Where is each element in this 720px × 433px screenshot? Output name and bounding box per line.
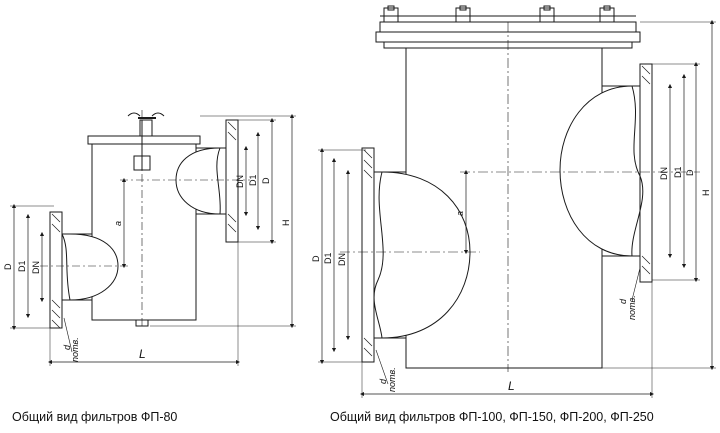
fp-label-D1-right: D1	[673, 166, 683, 178]
fp80-label-L: L	[139, 347, 146, 361]
fp80-label-n-otv: nотв.	[70, 337, 80, 362]
fp80-label-D: D	[3, 263, 13, 270]
fp-label-L: L	[508, 379, 515, 393]
fp-label-n-otv-right: nотв.	[627, 295, 637, 320]
fp-label-D1: D1	[323, 252, 333, 264]
fp80-label-H: H	[281, 220, 291, 227]
fp-label-D: D	[311, 255, 321, 262]
fp80-label-DN-right: DN	[235, 175, 245, 188]
fp-label-a: a	[455, 211, 465, 216]
fp80-label-a: a	[113, 221, 123, 226]
fp-label-n-otv-left: nотв.	[387, 367, 397, 392]
fp80-inlet-dome	[69, 233, 119, 301]
fp-label-d-left: d	[378, 378, 388, 384]
fp80-label-d: d	[62, 344, 72, 350]
caption-fp100-250: Общий вид фильтров ФП-100, ФП-150, ФП-20…	[330, 410, 654, 424]
caption-fp80: Общий вид фильтров ФП-80	[12, 410, 178, 424]
fp-top-bolts	[380, 5, 636, 23]
fp-label-DN: DN	[337, 253, 347, 266]
filter-fp80-drawing	[10, 110, 296, 366]
fp-label-DN-right: DN	[659, 167, 669, 180]
fp80-label-D1: D1	[17, 260, 27, 272]
fp-label-D-right: D	[685, 169, 695, 176]
fp80-label-DN: DN	[31, 261, 41, 274]
fp80-label-D-right: D	[261, 177, 271, 184]
filter-fp100-250-drawing	[318, 5, 716, 398]
fp-label-H: H	[701, 190, 711, 197]
fp-outlet-dome	[559, 85, 633, 257]
fp-label-d-right: d	[618, 298, 628, 304]
fp80-label-D1-right: D1	[248, 174, 258, 186]
fp80-cover	[87, 135, 201, 145]
